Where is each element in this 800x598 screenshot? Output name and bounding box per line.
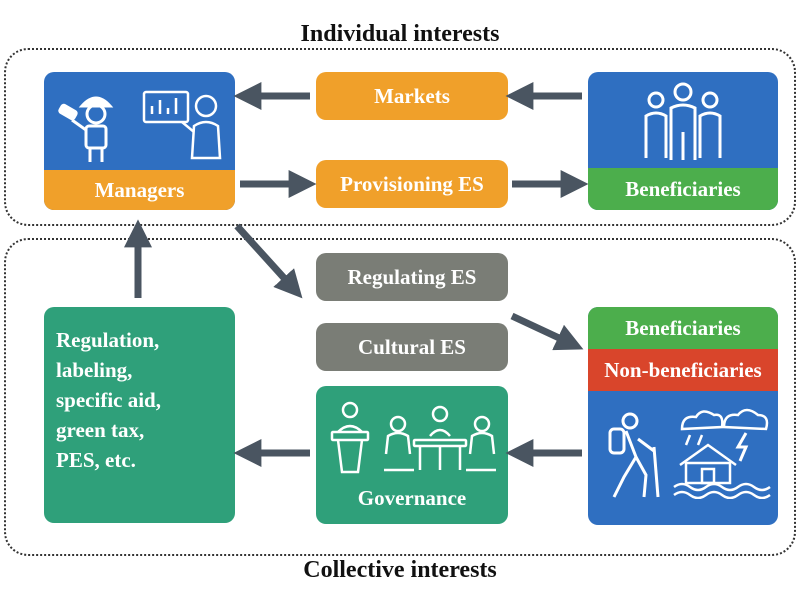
hiker-icon [608,412,660,498]
managers-label: Managers [44,170,235,210]
provisioning-es-box: Provisioning ES [316,160,508,208]
cultural-es-box: Cultural ES [316,323,508,371]
regulating-es-box: Regulating ES [316,253,508,301]
individual-interests-title: Individual interests [300,21,500,47]
markets-box: Markets [316,72,508,120]
presenter-with-chart-icon [142,90,222,160]
worker-with-chainsaw-icon [58,96,114,162]
individual-interests-region [4,48,796,226]
arrow-cultural-to-beneficiaries [510,312,584,351]
collective-interests-title: Collective interests [303,557,497,583]
managers-box: Managers [44,72,235,210]
collective-interests-region [4,238,796,556]
meeting-table-icon [384,405,496,472]
beneficiaries-box-top: Beneficiaries [588,72,778,210]
beneficiaries-box-bottom: Beneficiaries Non-beneficiaries [588,307,778,525]
regulation-instruments-box: Regulation, labeling, specific aid, gree… [44,307,235,523]
governance-label: Governance [357,485,467,510]
speaker-at-podium-icon [330,401,370,474]
non-beneficiaries-label: Non-beneficiaries [588,349,778,391]
beneficiaries-top-label: Beneficiaries [588,168,778,210]
arrow-managers-to-regulating [234,223,303,299]
beneficiaries-bottom-label: Beneficiaries [588,307,778,349]
flooded-house-storm-icon [673,408,771,499]
group-of-people-icon [644,82,722,160]
regulation-instruments-text: Regulation, labeling, specific aid, gree… [56,328,161,472]
governance-box: Governance [316,386,508,524]
